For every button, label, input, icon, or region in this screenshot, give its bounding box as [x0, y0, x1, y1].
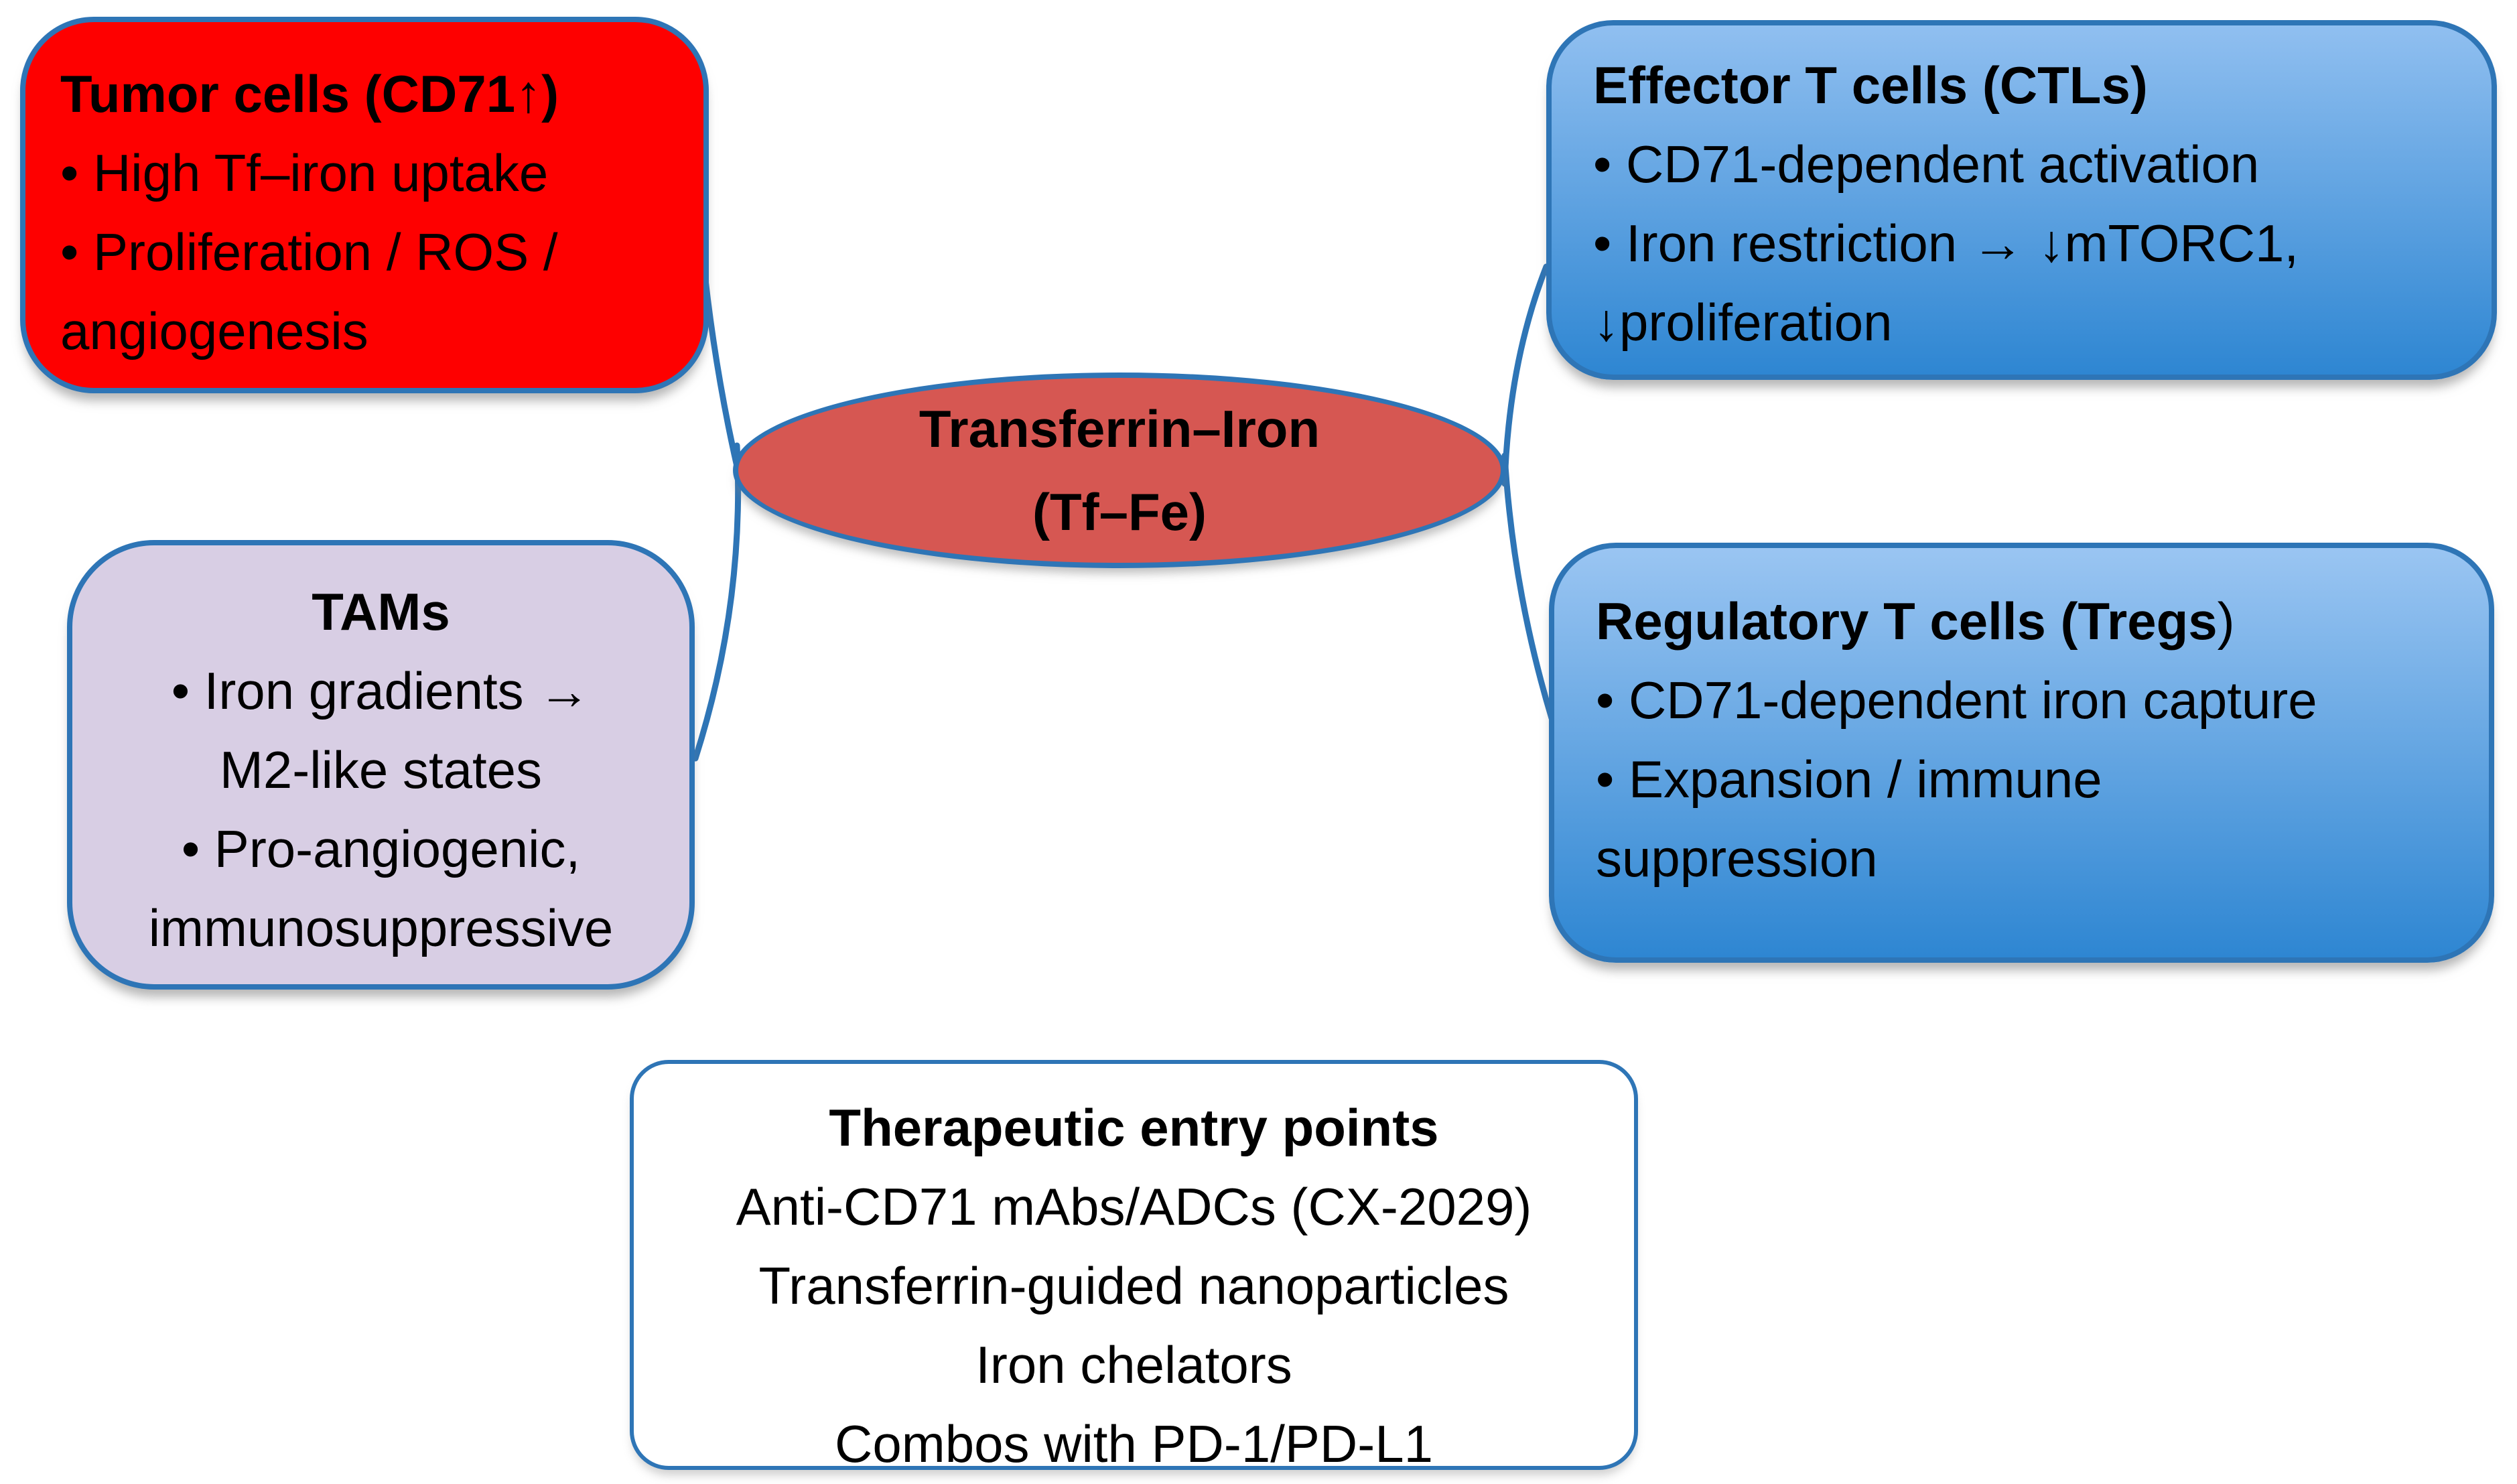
transferrin-iron-label-line2: (Tf–Fe): [1032, 482, 1207, 541]
tams-line: • Iron gradients →: [171, 661, 591, 720]
effector-t-cells-title: Effector T cells (CTLs): [1593, 56, 2148, 115]
connector-center-to-effector: [1501, 263, 1550, 487]
regulatory-t-cells-line: suppression: [1596, 829, 1878, 888]
effector-t-cells-line: • CD71-dependent activation: [1593, 135, 2260, 194]
therapeutic-entry-points-box: Therapeutic entry points Anti-CD71 mAbs/…: [630, 1060, 1638, 1473]
therapeutic-entry-points-line: Anti-CD71 mAbs/ADCs (CX-2029): [736, 1177, 1532, 1236]
regulatory-t-cells-line: • Expansion / immune: [1596, 750, 2102, 809]
connector-center-to-tams: [692, 442, 742, 762]
tumor-cells-line: • High Tf–iron uptake: [60, 143, 549, 202]
connector-center-to-tregs: [1501, 452, 1555, 722]
regulatory-t-cells-box: Regulatory T cells (Tregs) • CD71-depend…: [1549, 543, 2494, 963]
tams-line: • Pro-angiogenic,: [181, 819, 581, 878]
tumor-cells-title: Tumor cells (CD71↑): [60, 64, 559, 123]
tumor-cells-line: angiogenesis: [60, 301, 368, 360]
tams-line: M2-like states: [219, 740, 543, 799]
tams-line: immunosuppressive: [148, 898, 614, 957]
transferrin-iron-label-line1: Transferrin–Iron: [919, 399, 1320, 458]
tams-box: TAMs • Iron gradients → M2-like states •…: [67, 540, 695, 990]
therapeutic-entry-points-line: Iron chelators: [975, 1335, 1292, 1394]
tumor-cells-box: Tumor cells (CD71↑) • High Tf–iron uptak…: [20, 17, 709, 393]
effector-t-cells-box: Effector T cells (CTLs) • CD71-dependent…: [1546, 20, 2497, 380]
regulatory-t-cells-title: Regulatory T cells (Tregs): [1596, 592, 2235, 651]
regulatory-t-cells-line: • CD71-dependent iron capture: [1596, 671, 2317, 730]
therapeutic-entry-points-line: Combos with PD-1/PD-L1: [835, 1414, 1433, 1473]
effector-t-cells-line: ↓proliferation: [1593, 293, 1893, 352]
transferrin-iron-ellipse: Transferrin–Iron (Tf–Fe): [733, 373, 1506, 568]
effector-t-cells-line: • Iron restriction → ↓mTORC1,: [1593, 214, 2299, 273]
therapeutic-entry-points-line: Transferrin-guided nanoparticles: [758, 1256, 1509, 1315]
tams-title: TAMs: [312, 582, 450, 641]
therapeutic-entry-points-title: Therapeutic entry points: [829, 1098, 1439, 1157]
tumor-cells-line: • Proliferation / ROS /: [60, 222, 558, 281]
